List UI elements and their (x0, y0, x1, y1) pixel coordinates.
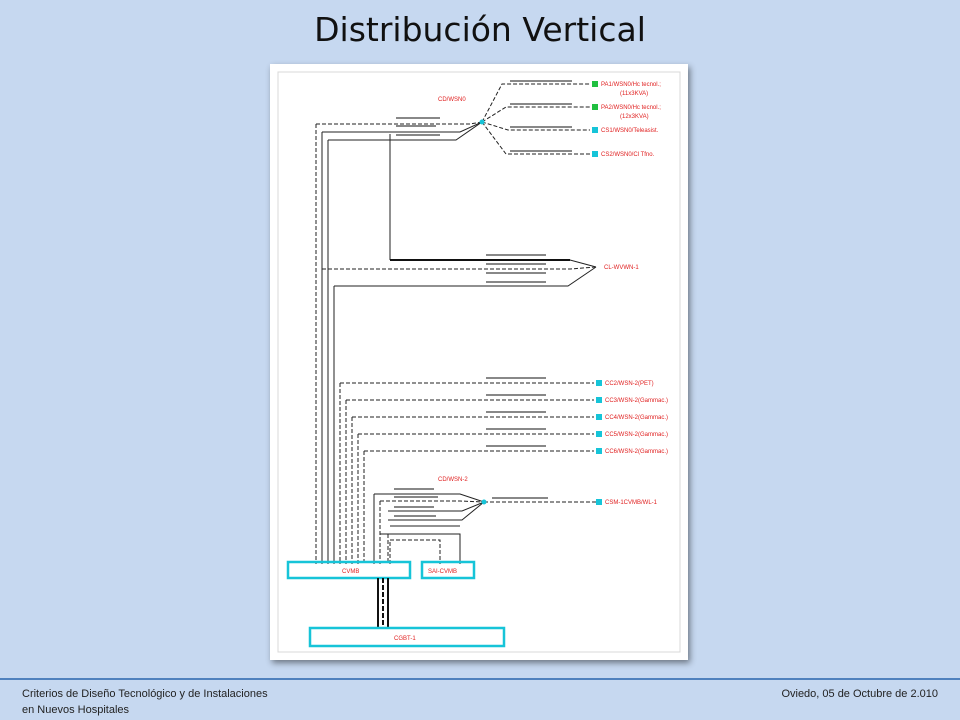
node-top-label: CD/WSN0 (438, 97, 466, 103)
output-top-4: CS2/WSN0/Cl Tfno. (601, 152, 655, 158)
node-mid-label: CD/WSN-2 (438, 477, 468, 483)
diagram-image: CD/WSN0 PA1/WSN0/Hc tecnol.; (11x3KVA) P… (270, 64, 688, 660)
output-top-2-sub: (12x3KVA) (620, 114, 649, 120)
footer-divider (0, 678, 960, 680)
footer-left: Criterios de Diseño Tecnológico y de Ins… (22, 686, 322, 718)
box-main-label: CVMB (342, 569, 359, 575)
output-lower-2: CC3/WSN-2(Gammac.) (605, 398, 668, 404)
output-lower-3: CC4/WSN-2(Gammac.) (605, 415, 668, 421)
footer-left-line2: en Nuevos Hospitales (22, 704, 130, 716)
output-top-2: PA2/WSN0/Hc tecnol.; (601, 105, 661, 111)
output-mid: CL-WVWN-1 (604, 265, 639, 271)
output-bottom: CSM-1CVMB/WL-1 (605, 500, 658, 506)
output-top-1: PA1/WSN0/Hc tecnol.; (601, 82, 661, 88)
output-lower-1: CC2/WSN-2(PET) (605, 381, 654, 387)
output-lower-4: CC5/WSN-2(Gammac.) (605, 432, 668, 438)
page-title: Distribución Vertical (314, 10, 646, 49)
output-top-1-sub: (11x3KVA) (620, 91, 648, 97)
box-bottom-label: CGBT-1 (394, 636, 416, 642)
footer-left-line1: Criterios de Diseño Tecnológico y de Ins… (22, 688, 268, 700)
output-lower-5: CC6/WSN-2(Gammac.) (605, 449, 668, 455)
footer-date: Oviedo, 05 de Octubre de 2.010 (781, 688, 938, 700)
output-top-3: CS1/WSN0/Teleasist. (601, 128, 659, 134)
box-sai-label: SAI-CVMB (428, 569, 457, 575)
distribution-diagram: CD/WSN0 PA1/WSN0/Hc tecnol.; (11x3KVA) P… (277, 71, 681, 653)
